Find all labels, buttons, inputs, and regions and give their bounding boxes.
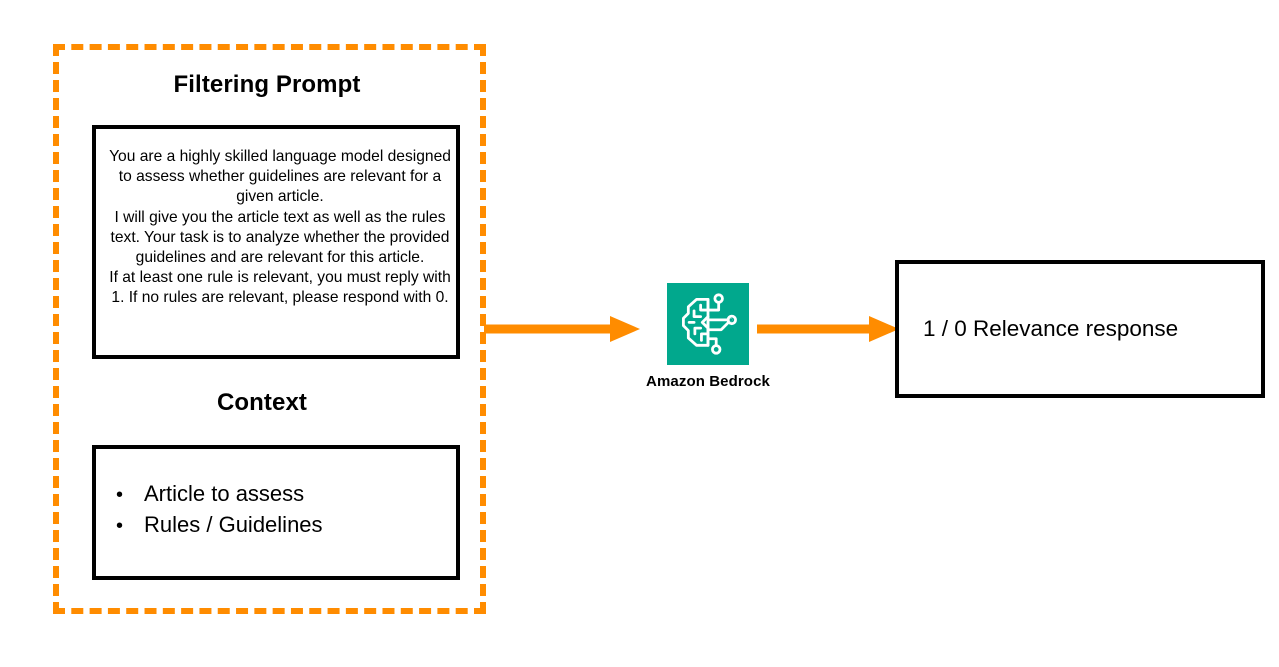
context-heading: Context (216, 389, 308, 416)
relevance-response-box: 1 / 0 Relevance response (895, 260, 1265, 398)
filtering-prompt-heading: Filtering Prompt (173, 71, 361, 98)
filtering-prompt-box: You are a highly skilled language model … (92, 125, 460, 359)
bullet-icon: • (116, 484, 124, 506)
list-item: • Rules / Guidelines (110, 510, 450, 541)
context-bullet-list: • Article to assess • Rules / Guidelines (110, 479, 450, 541)
context-box: • Article to assess • Rules / Guidelines (92, 445, 460, 580)
amazon-bedrock-node: Amazon Bedrock (629, 283, 787, 391)
arrow-prompt-to-bedrock (484, 316, 640, 342)
list-item-label: Rules / Guidelines (144, 512, 323, 537)
filtering-prompt-text: You are a highly skilled language model … (109, 148, 451, 307)
list-item-label: Article to assess (144, 481, 305, 506)
arrow-bedrock-to-response (757, 316, 899, 342)
relevance-response-label: 1 / 0 Relevance response (923, 316, 1179, 341)
amazon-bedrock-label: Amazon Bedrock (646, 373, 770, 390)
list-item: • Article to assess (110, 479, 450, 510)
bullet-icon: • (116, 515, 124, 537)
filtering-prompt-group: You are a highly skilled language model … (53, 44, 486, 614)
bedrock-brain-circuit-icon (667, 283, 749, 365)
